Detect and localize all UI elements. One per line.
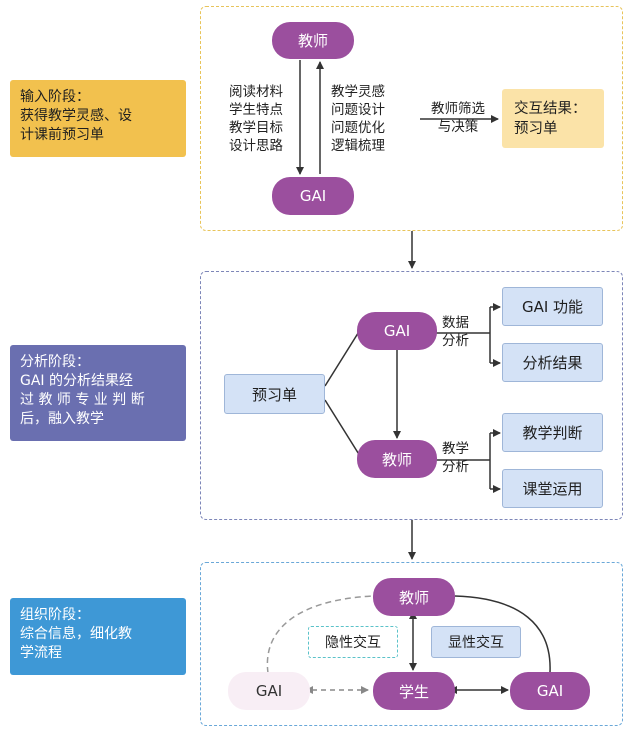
- student-node: 学生: [373, 672, 455, 710]
- gai-node-left: GAI: [228, 672, 310, 710]
- teacher-node-2: 教师: [357, 440, 437, 478]
- gai-node-right: GAI: [510, 672, 590, 710]
- stage-input-label: 输入阶段： 获得教学灵感、设 计课前预习单: [10, 80, 186, 157]
- line-preview-to-teacher: [324, 399, 361, 457]
- stage-organize-label: 组织阶段： 综合信息，细化教 学流程: [10, 598, 186, 675]
- curve-teacher-to-gai-right: [454, 595, 551, 673]
- gai-node-1: GAI: [272, 177, 354, 215]
- input-stage-panel: [200, 6, 623, 231]
- implicit-interaction-box: 隐性交互: [308, 626, 398, 658]
- stage-analysis-label: 分析阶段： GAI 的分析结果经 过 教 师 专 业 判 断 后，融入教学: [10, 345, 186, 441]
- gai-node-2: GAI: [357, 312, 437, 350]
- preview-sheet-box: 预习单: [224, 374, 325, 414]
- analysis-result-box: 分析结果: [502, 343, 603, 382]
- result-box: 交互结果： 预习单: [502, 89, 604, 148]
- curve-gai-left-to-teacher: [266, 595, 373, 674]
- teacher-node-3: 教师: [373, 578, 455, 616]
- analysis-stage-panel: [200, 271, 623, 520]
- data-analysis-label: 数据 分析: [442, 315, 469, 349]
- teaching-analysis-label: 教学 分析: [442, 441, 469, 475]
- teaching-judgment-box: 教学判断: [502, 413, 603, 452]
- teacher-input-list: 阅读材料 学生特点 教学目标 设计思路: [229, 84, 283, 154]
- class-use-box: 课堂运用: [502, 469, 603, 508]
- organize-stage-panel: [200, 562, 623, 726]
- line-preview-to-gai: [324, 329, 361, 387]
- explicit-interaction-box: 显性交互: [431, 626, 521, 658]
- gai-output-list: 教学灵感 问题设计 问题优化 逻辑梳理: [331, 84, 385, 154]
- gai-function-box: GAI 功能: [502, 287, 603, 326]
- teacher-node-1: 教师: [272, 22, 354, 59]
- filter-decision-label: 教师筛选 与决策: [431, 101, 485, 135]
